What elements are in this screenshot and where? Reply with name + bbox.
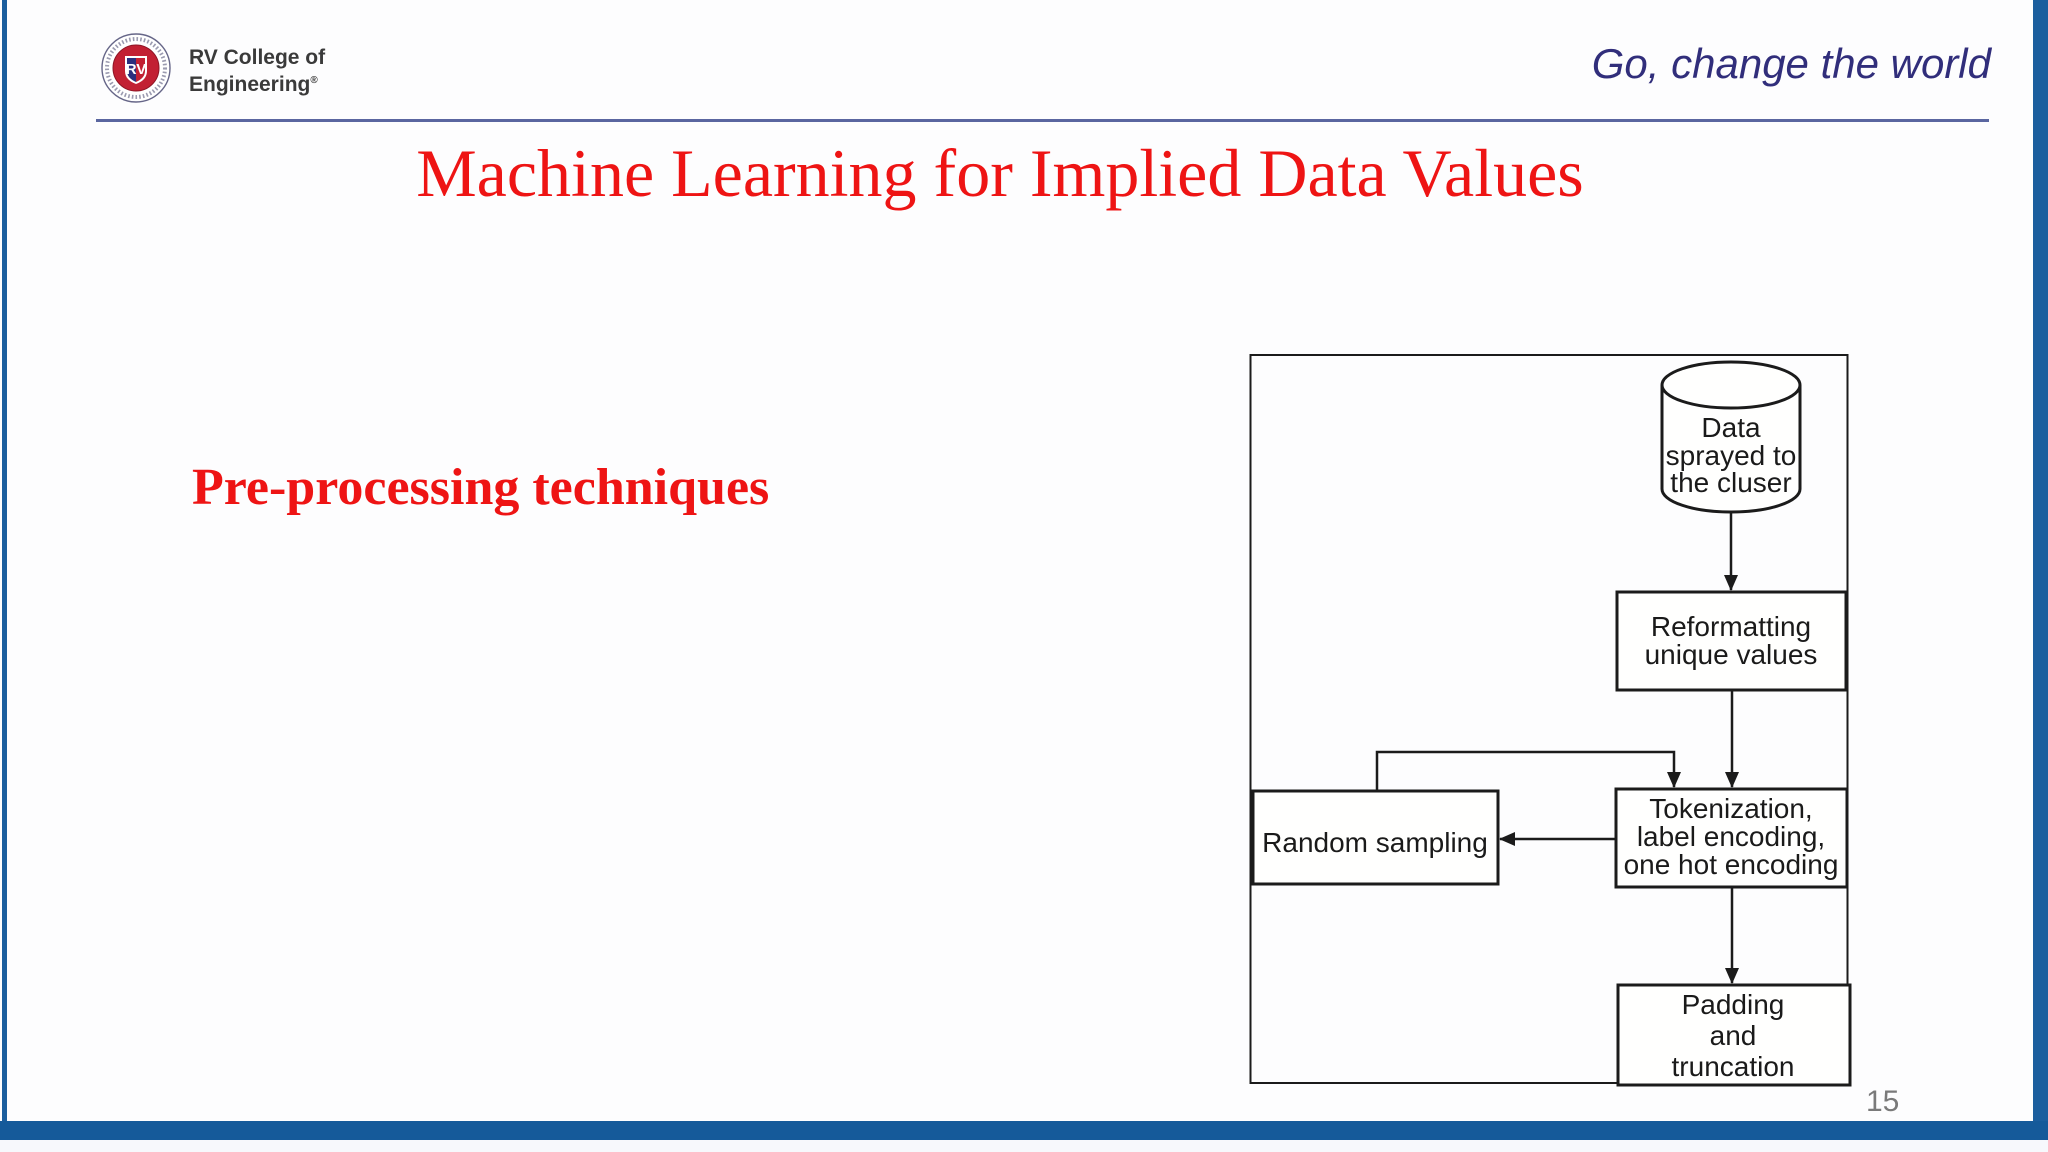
logo-text-ring: [105, 37, 167, 99]
padding-label-line1: Padding: [1682, 989, 1785, 1020]
datastore-cylinder-top: [1660, 360, 1802, 410]
logo-monogram: RV: [126, 61, 147, 78]
tokenization-label-line2: label encoding,: [1637, 821, 1825, 852]
datastore-label-line2: sprayed to: [1666, 440, 1797, 471]
random-sampling-box: [1251, 789, 1500, 886]
node-datastore: Data sprayed to the cluser: [1660, 360, 1802, 514]
preprocessing-flowchart: Data sprayed to the cluser Reformatting …: [1249, 354, 1852, 1087]
header-rule: [96, 119, 1989, 122]
node-tokenization: Tokenization, label encoding, one hot en…: [1614, 787, 1849, 889]
datastore-label-line3: the cluser: [1670, 467, 1791, 498]
node-random-sampling: Random sampling: [1251, 789, 1500, 886]
college-logo: RV: [101, 33, 171, 103]
padding-label-line2: and: [1710, 1020, 1757, 1051]
motto-text: Go, change the world: [1591, 40, 1991, 87]
flowchart-outer-frame: [1249, 354, 1849, 1084]
college-name: RV College of Engineering®: [189, 46, 325, 96]
logo-shield-left: [127, 58, 136, 82]
datastore-label-line1: Data: [1701, 412, 1761, 443]
tokenization-label-line3: one hot encoding: [1624, 849, 1839, 880]
reformatting-label-line2: unique values: [1645, 639, 1818, 670]
reformatting-box: [1615, 590, 1848, 692]
reformatting-label-line1: Reformatting: [1651, 611, 1811, 642]
node-padding: Padding and truncation: [1616, 983, 1852, 1087]
college-name-line2: Engineering: [189, 73, 311, 96]
logo-shield-right: [136, 58, 145, 82]
padding-box: [1616, 983, 1852, 1087]
slide-subtitle: Pre-processing techniques: [192, 459, 770, 516]
datastore-cylinder-body: [1660, 385, 1802, 514]
right-border-stripe: [2033, 0, 2048, 1140]
node-reformatting: Reformatting unique values: [1615, 590, 1848, 692]
college-name-line1: RV College of: [189, 46, 326, 69]
tokenization-label-line1: Tokenization,: [1649, 793, 1812, 824]
footer-bar: [0, 1121, 2048, 1140]
padding-label-line3: truncation: [1672, 1051, 1795, 1082]
registered-symbol: ®: [310, 75, 318, 86]
random-sampling-label: Random sampling: [1262, 827, 1488, 858]
footer-light-strip: [0, 1140, 2048, 1152]
page-number: 15: [1866, 1085, 1900, 1118]
slide-title: Machine Learning for Implied Data Values: [416, 135, 1584, 211]
tokenization-box: [1614, 787, 1849, 889]
left-border-stripe: [2, 0, 7, 1140]
edge-randomsampling-tokenization-feedback: [1375, 750, 1681, 791]
